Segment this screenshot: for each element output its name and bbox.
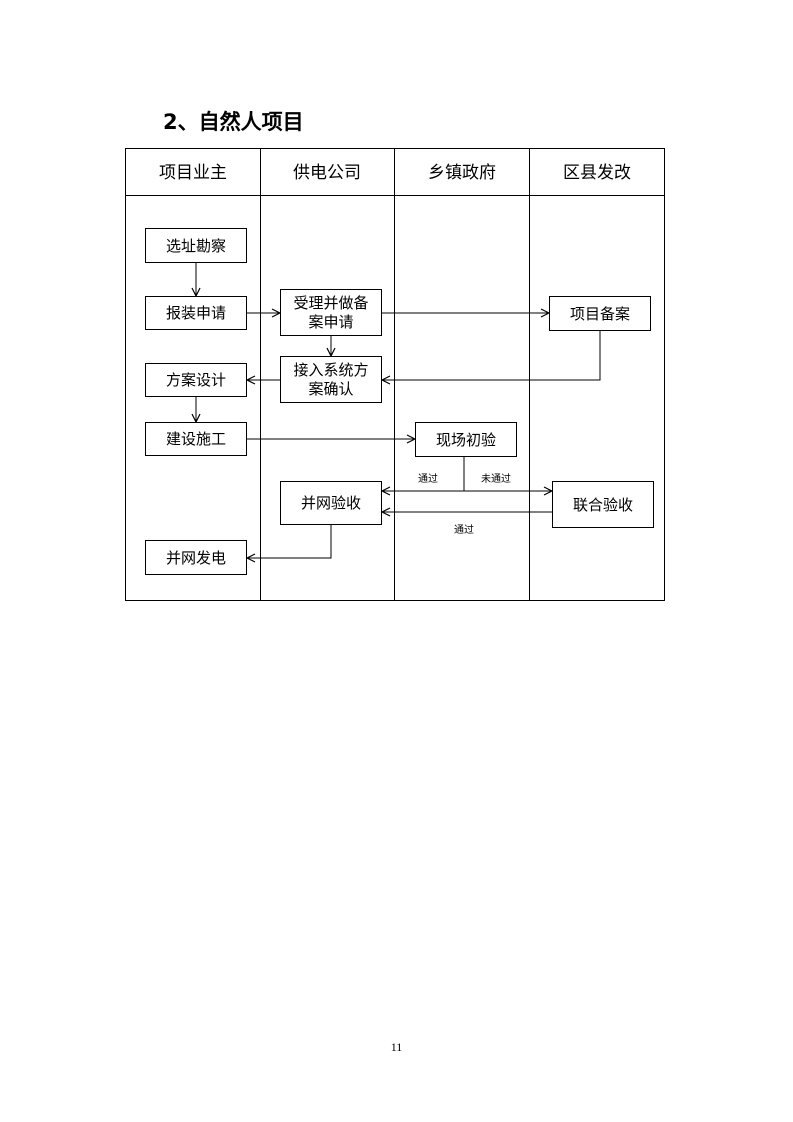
box-site-survey [145, 228, 247, 263]
lane-header-county-drc: 区县发改 [563, 163, 631, 183]
label-project-record: 项目备案 [570, 305, 630, 323]
box-construction [145, 422, 247, 456]
lane-header-owner: 项目业主 [159, 163, 227, 183]
label-accept-record-line1: 受理并做备 [293, 294, 368, 312]
swimlane-grid [125, 148, 665, 601]
label-scheme-design: 方案设计 [166, 371, 226, 389]
box-site-inspection [415, 422, 517, 457]
box-grid-acceptance [280, 481, 382, 525]
label-grid-acceptance: 并网验收 [301, 494, 361, 512]
edge-label-pass-return: 通过 [454, 523, 474, 536]
label-accept-record-line2: 案申请 [308, 313, 353, 331]
page-number: 11 [390, 1040, 403, 1054]
label-access-confirm-line2: 案确认 [308, 380, 353, 398]
label-site-survey: 选址勘察 [166, 237, 226, 255]
edge-label-pass-left: 通过 [418, 472, 438, 485]
box-joint-acceptance [552, 481, 654, 528]
label-apply: 报装申请 [166, 304, 226, 322]
section-title: 2、自然人项目 [163, 110, 304, 134]
edge-label-fail: 未通过 [481, 472, 511, 485]
lane-header-township: 乡镇政府 [428, 163, 496, 183]
label-site-inspection: 现场初验 [436, 431, 496, 449]
box-grid-generation [145, 540, 247, 575]
arrow-project-record-to-access-confirm [382, 331, 601, 380]
label-access-confirm-line1: 接入系统方 [293, 361, 368, 379]
label-construction: 建设施工 [166, 430, 226, 448]
arrow-grid-acceptance-to-generation [247, 525, 332, 558]
box-scheme-design [145, 363, 247, 397]
label-grid-generation: 并网发电 [166, 549, 226, 567]
lane-header-power-company: 供电公司 [293, 163, 361, 183]
label-joint-acceptance: 联合验收 [573, 496, 633, 514]
